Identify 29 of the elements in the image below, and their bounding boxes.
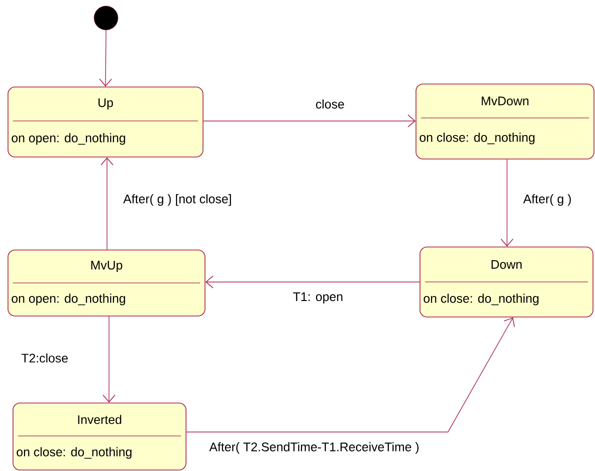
- edge-label: close: [314, 98, 346, 110]
- initial-state-dot: [94, 6, 118, 30]
- arrow: [186, 317, 515, 432]
- entry-action: on close: do_nothing: [16, 447, 132, 459]
- arrow: [102, 316, 116, 403]
- state-box: [12, 402, 186, 470]
- edge-label: After( T2.SendTime-T1.ReceiveTime ): [208, 441, 420, 455]
- arrow: [100, 157, 114, 250]
- arrow: [99, 30, 112, 87]
- edge-label: T1: open: [292, 291, 344, 305]
- arrow: [203, 114, 416, 128]
- state-name: MvUp: [91, 260, 122, 272]
- state-box: [420, 246, 594, 318]
- state-box: [416, 84, 594, 160]
- arrow: [205, 276, 420, 288]
- arrow: [500, 159, 514, 247]
- edge-label: After( g ): [522, 193, 573, 207]
- state-name: MvDown: [482, 96, 528, 106]
- edge-label: T2:close: [20, 352, 70, 364]
- state-name: Up: [98, 98, 113, 110]
- entry-action: on open: do_nothing: [12, 294, 126, 306]
- state-box: [8, 250, 206, 316]
- state-name: Inverted: [78, 414, 122, 424]
- edge-label: After( g ) [not close]: [122, 193, 233, 207]
- state-name: Down: [492, 260, 522, 269]
- entry-action: on open: do_nothing: [12, 133, 126, 145]
- state-box: [8, 86, 204, 158]
- entry-action: on close: do_nothing: [424, 294, 538, 306]
- entry-action: on close: do_nothing: [420, 132, 534, 144]
